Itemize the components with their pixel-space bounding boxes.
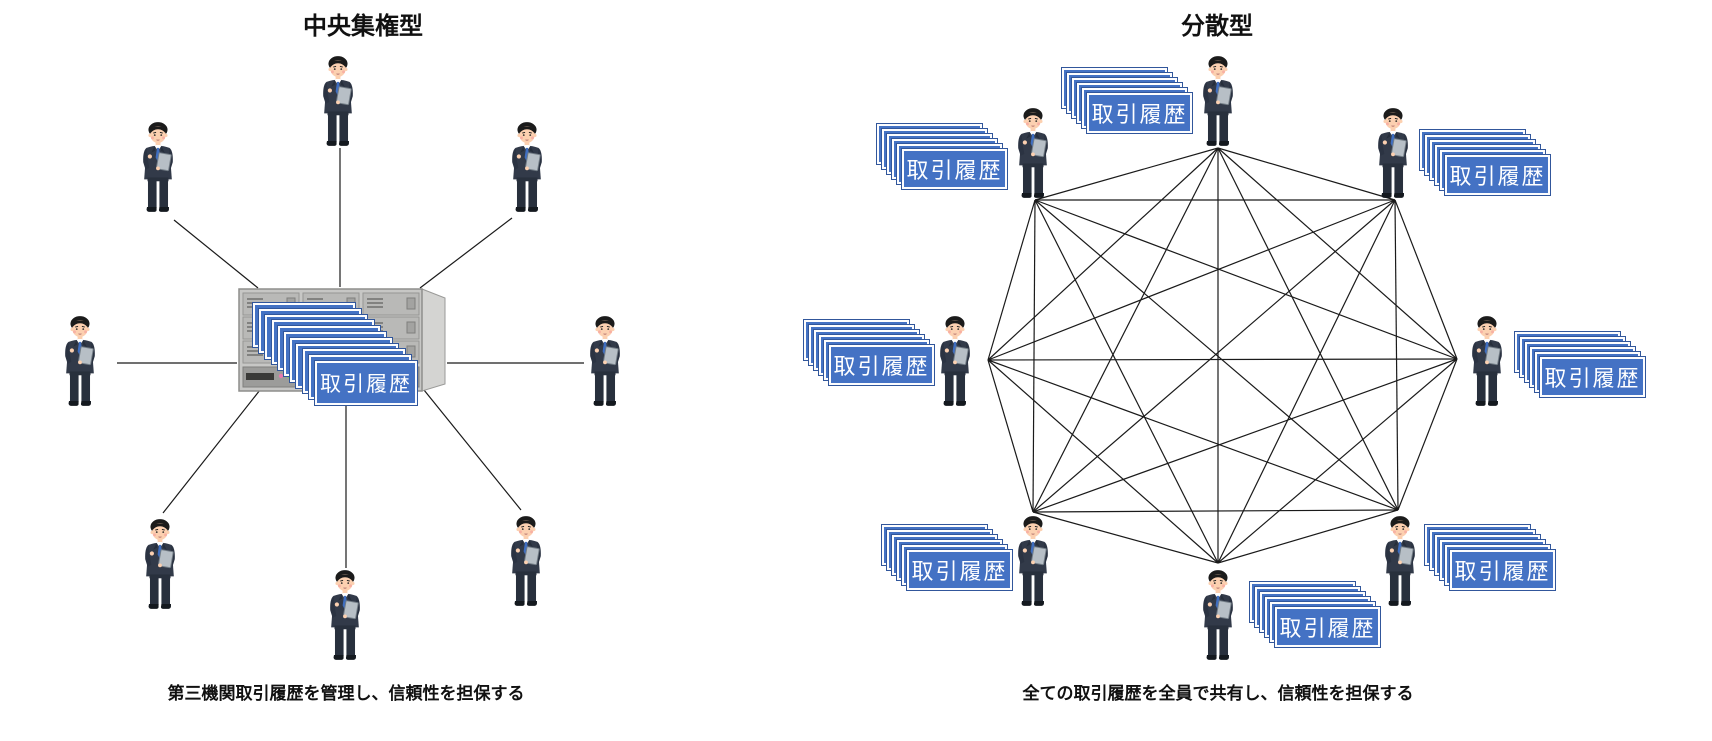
businessman-icon bbox=[1379, 512, 1421, 608]
ledger-card-front: 取引履歴 bbox=[902, 149, 1007, 189]
ledger-stack-label: 取引履歴 bbox=[833, 354, 930, 379]
connection-line bbox=[1032, 147, 1219, 513]
ledger-stack-label: 取引履歴 bbox=[1279, 616, 1376, 641]
ledger-stack: 取引履歴 bbox=[1250, 582, 1384, 651]
connection-line bbox=[1397, 358, 1458, 511]
ledger-card-front: 取引履歴 bbox=[315, 361, 417, 405]
connection-line bbox=[1032, 358, 1458, 513]
connection-line bbox=[1034, 199, 1458, 360]
ledger-card-front: 取引履歴 bbox=[1450, 550, 1555, 590]
connection-line bbox=[1217, 147, 1458, 360]
connection-line bbox=[1032, 509, 1399, 513]
connection-line bbox=[1217, 358, 1458, 564]
ledger-stack: 取引履歴 bbox=[882, 525, 1016, 594]
connection-line bbox=[419, 217, 513, 289]
businessman-icon bbox=[1372, 104, 1414, 200]
ledger-stack: 取引履歴 bbox=[877, 124, 1011, 193]
businessman-icon bbox=[1012, 512, 1054, 608]
businessman-icon bbox=[934, 312, 976, 408]
businessman-icon bbox=[1466, 312, 1508, 408]
ledger-stack-label: 取引履歴 bbox=[1091, 102, 1188, 127]
ledger-card-front: 取引履歴 bbox=[1445, 155, 1550, 195]
connection-line bbox=[1034, 199, 1399, 511]
businessman-icon bbox=[1012, 104, 1054, 200]
ledger-stack-label: 取引履歴 bbox=[320, 373, 412, 396]
ledger-stack: 取引履歴 bbox=[804, 320, 938, 389]
businessman-icon bbox=[137, 118, 179, 214]
connection-line bbox=[987, 359, 1219, 564]
businessman-icon bbox=[317, 52, 359, 148]
connection-line bbox=[1032, 511, 1219, 564]
ledger-card-front: 取引履歴 bbox=[1540, 357, 1645, 397]
connection-line bbox=[987, 359, 1399, 511]
connection-line bbox=[173, 219, 259, 289]
ledger-stack-label: 取引履歴 bbox=[1454, 559, 1551, 584]
ledger-card-front: 取引履歴 bbox=[907, 550, 1012, 590]
connection-line bbox=[1032, 199, 1036, 513]
businessman-icon bbox=[584, 312, 626, 408]
businessman-icon bbox=[59, 312, 101, 408]
right-diagram-caption: 全ての取引履歴を全員で共有し、信頼性を担保する bbox=[1022, 684, 1414, 703]
connection-line bbox=[1032, 199, 1396, 513]
businessman-icon bbox=[506, 118, 548, 214]
connection-line bbox=[987, 359, 1034, 513]
ledger-stack: 取引履歴 bbox=[1420, 130, 1554, 199]
connection-line bbox=[1034, 147, 1219, 201]
businessman-icon bbox=[139, 515, 181, 611]
ledger-stack-label: 取引履歴 bbox=[906, 158, 1003, 183]
ledger-stack-label: 取引履歴 bbox=[911, 559, 1008, 584]
connection-line bbox=[1217, 509, 1399, 564]
connection-line bbox=[987, 199, 1036, 361]
ledger-stack-label: 取引履歴 bbox=[1544, 366, 1641, 391]
ledger-card-front: 取引履歴 bbox=[1275, 607, 1380, 647]
connection-line bbox=[162, 389, 261, 514]
ledger-stack: 取引履歴 bbox=[1515, 332, 1649, 401]
businessman-icon bbox=[324, 566, 366, 662]
ledger-stack: 取引履歴 bbox=[1062, 68, 1196, 137]
ledger-stack-label: 取引履歴 bbox=[1449, 164, 1546, 189]
connection-line bbox=[987, 147, 1219, 361]
connection-line bbox=[1217, 199, 1396, 564]
businessman-icon bbox=[1197, 52, 1239, 148]
left-diagram-title: 中央集権型 bbox=[303, 13, 423, 40]
connection-line bbox=[1217, 147, 1399, 511]
ledger-stack: 取引履歴 bbox=[1425, 525, 1559, 594]
ledger-stack: 取引履歴 bbox=[253, 303, 421, 409]
businessman-icon bbox=[1197, 566, 1239, 662]
connection-line bbox=[1394, 199, 1458, 360]
connection-line bbox=[423, 389, 522, 511]
connection-line bbox=[1394, 199, 1399, 511]
connection-line bbox=[987, 199, 1396, 361]
ledger-card-front: 取引履歴 bbox=[1087, 93, 1192, 133]
ledger-card-front: 取引履歴 bbox=[829, 345, 934, 385]
left-diagram-caption: 第三機関取引履歴を管理し、信頼性を担保する bbox=[167, 684, 525, 703]
connection-line bbox=[1217, 147, 1396, 201]
connection-line bbox=[1034, 199, 1219, 564]
businessman-icon bbox=[505, 512, 547, 608]
right-diagram-title: 分散型 bbox=[1181, 13, 1253, 40]
